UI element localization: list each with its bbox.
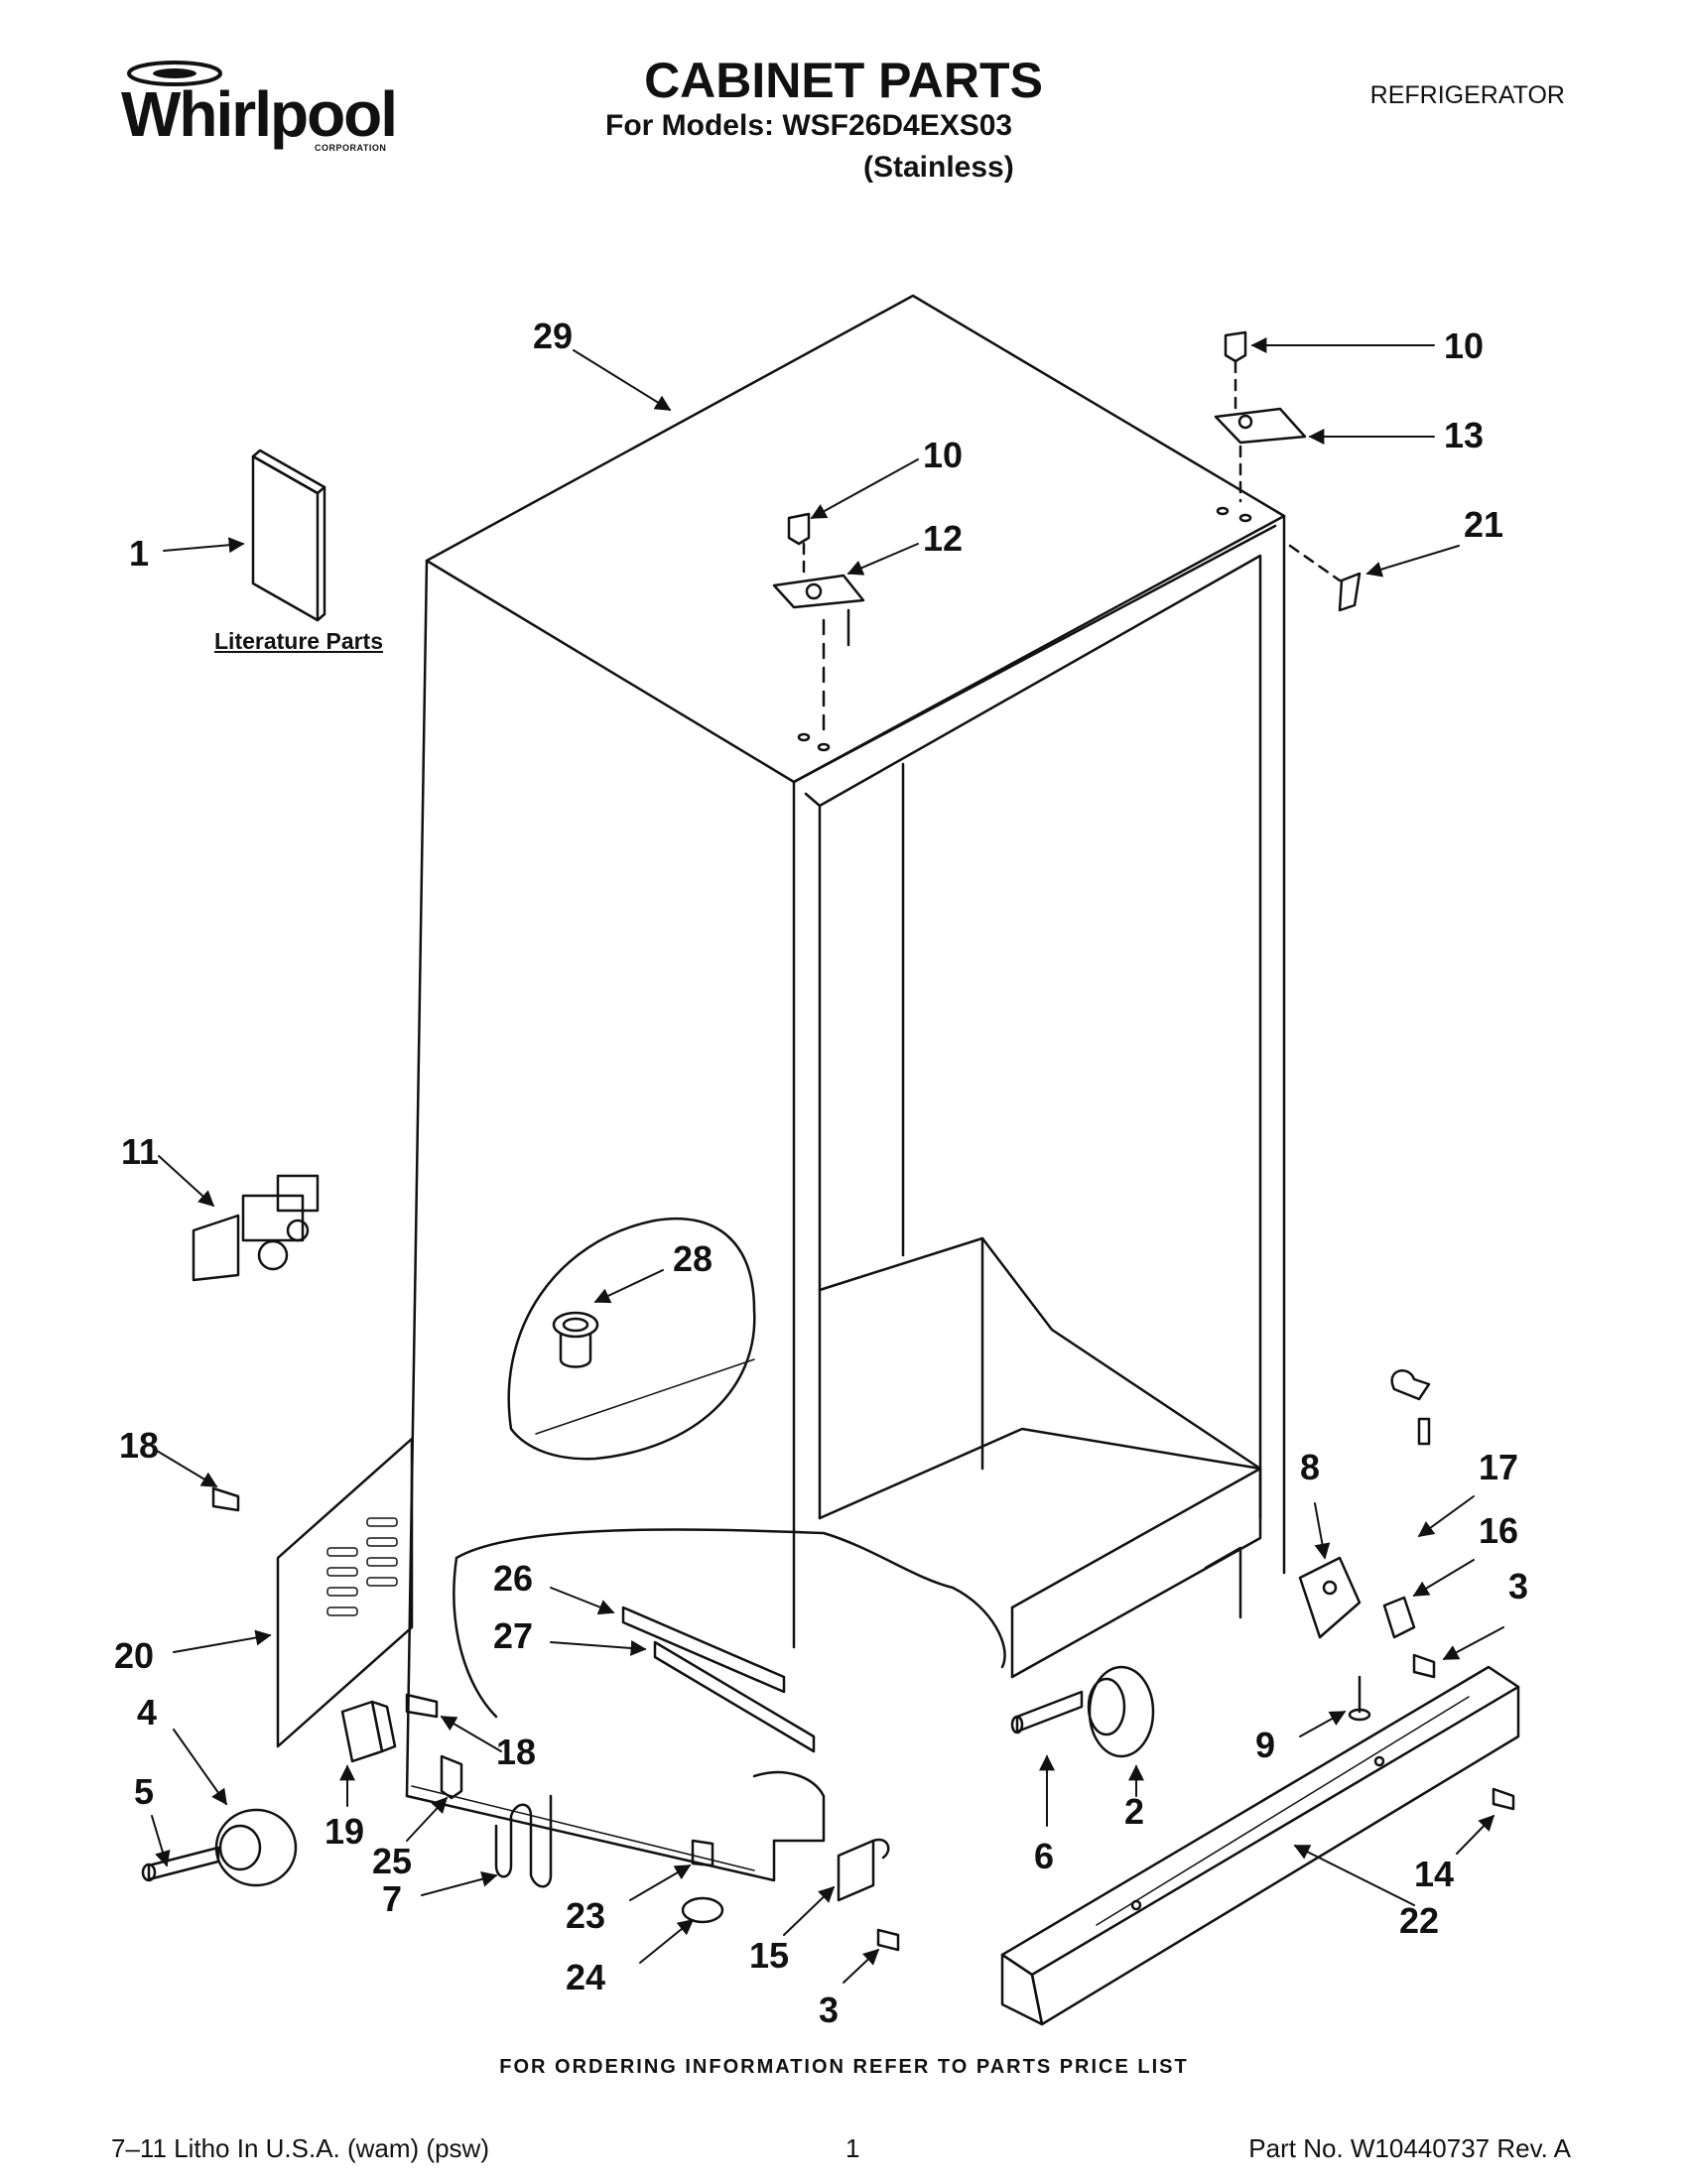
callout-25: 25 xyxy=(372,1841,413,1881)
callout-6: 6 xyxy=(1034,1836,1055,1876)
callout-14: 14 xyxy=(1414,1854,1455,1894)
base-grille xyxy=(1000,1665,1520,2026)
callout-16: 16 xyxy=(1479,1510,1519,1551)
callout-2: 2 xyxy=(1124,1791,1145,1832)
rear-roller-assembly xyxy=(141,1808,298,1887)
callout-9: 9 xyxy=(1255,1725,1276,1765)
part-number: Part No. W10440737 Rev. A xyxy=(1248,2133,1571,2163)
callout-8: 8 xyxy=(1300,1447,1321,1487)
water-valve xyxy=(192,1174,320,1282)
callout-1: 1 xyxy=(129,533,150,574)
bottom-hinge-assembly xyxy=(1298,1369,1436,1722)
callout-20: 20 xyxy=(114,1635,155,1676)
front-roller-assembly xyxy=(1010,1665,1155,1758)
leveling-foot xyxy=(681,1839,724,1924)
callout-11: 11 xyxy=(121,1131,160,1172)
callout-23: 23 xyxy=(566,1895,606,1936)
callout-27: 27 xyxy=(493,1615,534,1656)
drain-grommet xyxy=(552,1311,599,1368)
literature-booklet xyxy=(251,449,326,622)
appliance-category: REFRIGERATOR xyxy=(1369,81,1565,109)
top-hinge-right xyxy=(1214,330,1307,503)
callout-18: 18 xyxy=(119,1425,160,1466)
page-title: CABINET PARTS xyxy=(644,53,1043,108)
cabinet-shell xyxy=(405,294,1286,1882)
drain-hose xyxy=(440,1754,553,1888)
callout-24: 24 xyxy=(566,1957,606,1997)
callout-19: 19 xyxy=(325,1811,365,1852)
callout-7: 7 xyxy=(382,1878,403,1919)
ordering-note: FOR ORDERING INFORMATION REFER TO PARTS … xyxy=(499,2056,1189,2078)
logo-swirl-icon xyxy=(127,61,222,86)
callout-10-right: 10 xyxy=(1444,325,1485,366)
callout-12: 12 xyxy=(923,518,964,559)
literature-parts-label: Literature Parts xyxy=(214,628,384,654)
page-number: 1 xyxy=(845,2133,860,2163)
callout-17: 17 xyxy=(1479,1447,1519,1487)
callout-13: 13 xyxy=(1444,415,1485,455)
callout-5: 5 xyxy=(134,1771,155,1812)
brand-corporation: CORPORATION xyxy=(315,143,387,153)
callout-29: 29 xyxy=(533,316,574,356)
bottom-bracket xyxy=(837,1838,900,1952)
model-variant: (Stainless) xyxy=(863,151,1014,184)
callout-leaders xyxy=(151,337,1504,1984)
callout-4: 4 xyxy=(137,1692,158,1733)
panel-screw xyxy=(211,1486,240,1512)
callout-3-right: 3 xyxy=(1508,1566,1529,1606)
door-clip xyxy=(1288,544,1362,612)
model-number: For Models: WSF26D4EXS03 xyxy=(605,109,1013,142)
callout-28: 28 xyxy=(673,1238,714,1279)
callout-15: 15 xyxy=(749,1935,790,1976)
rear-access-panel xyxy=(276,1437,414,1748)
print-info: 7–11 Litho In U.S.A. (wam) (psw) xyxy=(111,2133,489,2163)
fill-tubes xyxy=(621,1606,816,1753)
callout-21: 21 xyxy=(1464,504,1504,545)
brand-name: Whirlpool xyxy=(121,78,398,150)
brand-logo: Whirlpool CORPORATION xyxy=(111,58,399,157)
callout-10: 10 xyxy=(923,435,964,475)
callout-22: 22 xyxy=(1399,1900,1440,1941)
tube-clamp-bracket xyxy=(340,1693,439,1763)
callout-18-lower: 18 xyxy=(496,1732,537,1772)
top-hinge-left xyxy=(772,512,865,731)
callout-3-lower: 3 xyxy=(819,1990,840,2030)
callout-26: 26 xyxy=(493,1558,534,1599)
